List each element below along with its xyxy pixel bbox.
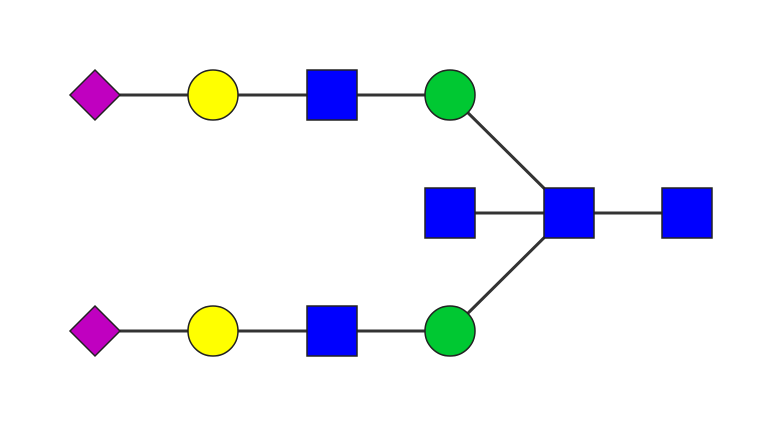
circle-residue-icon	[425, 70, 475, 120]
square-residue-icon	[662, 188, 712, 238]
circle-residue-icon	[188, 70, 238, 120]
circle-residue-icon	[425, 306, 475, 356]
square-residue-icon	[425, 188, 475, 238]
diamond-residue-icon	[70, 70, 120, 120]
diamond-residue-icon	[70, 306, 120, 356]
links-layer	[95, 95, 687, 331]
square-residue-icon	[544, 188, 594, 238]
square-residue-icon	[307, 70, 357, 120]
square-residue-icon	[307, 306, 357, 356]
circle-residue-icon	[188, 306, 238, 356]
